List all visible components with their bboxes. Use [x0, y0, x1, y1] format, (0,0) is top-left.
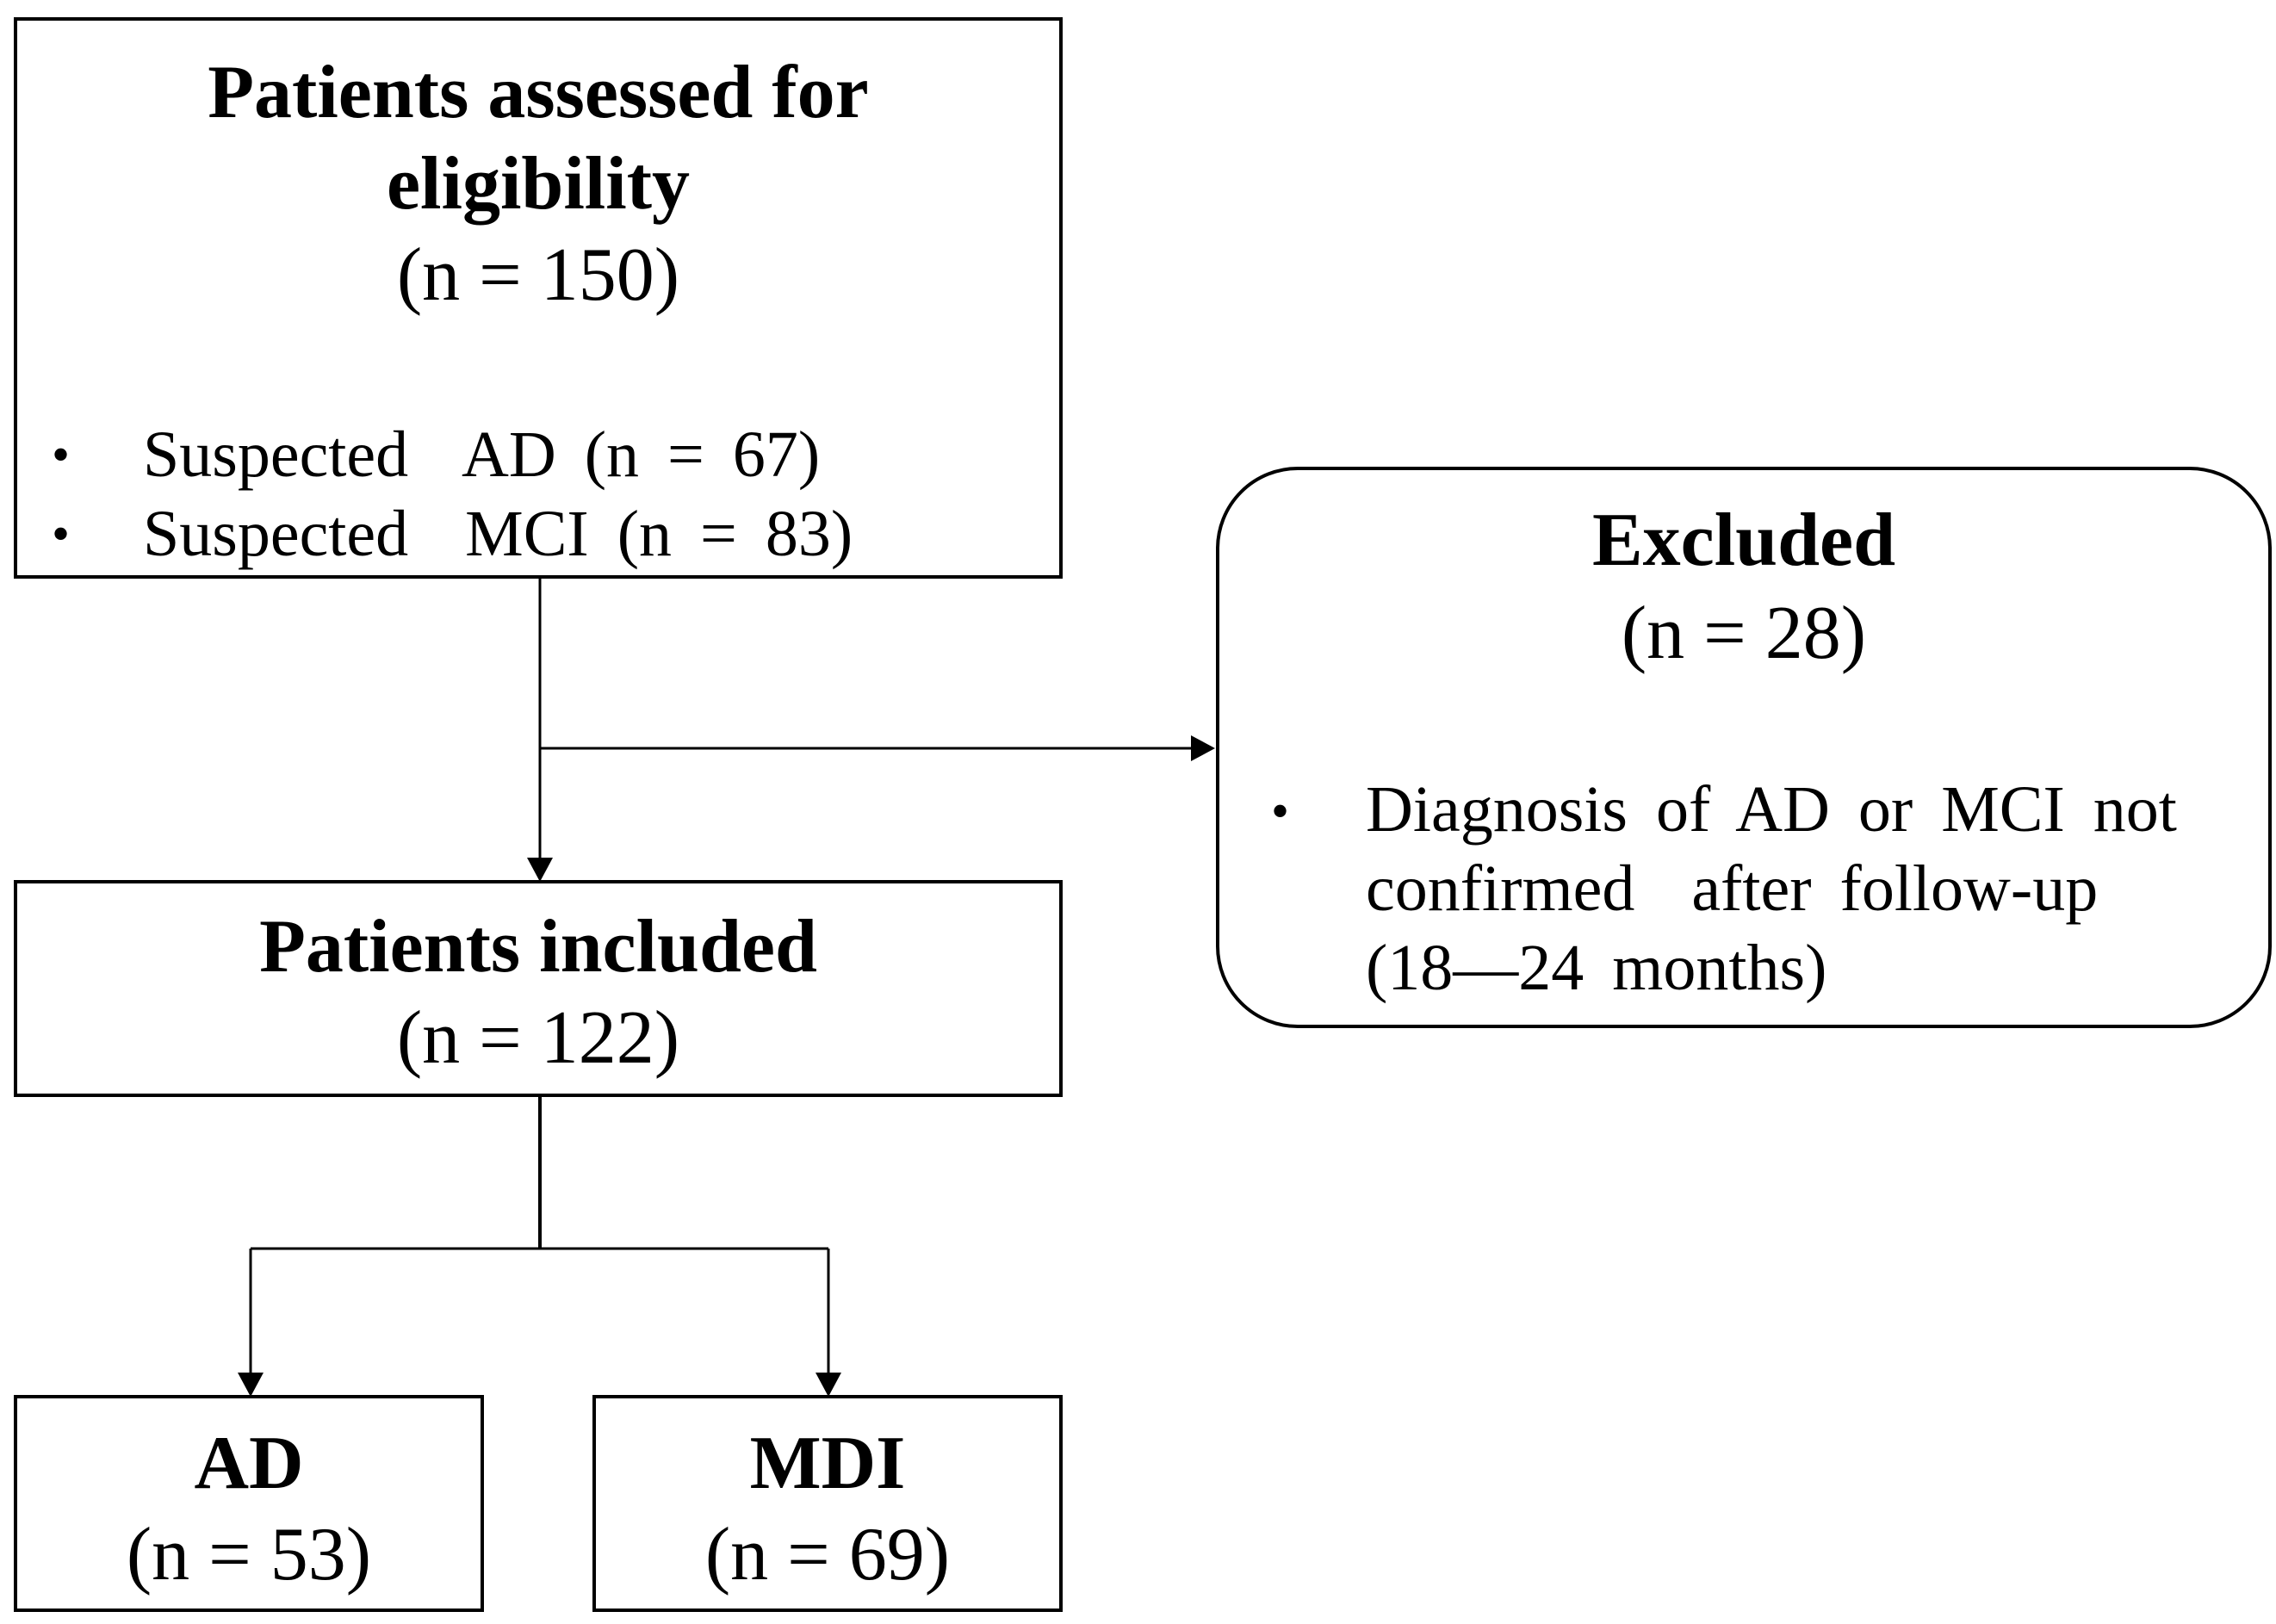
assessed-bullet-text: Suspected AD (n = 67) [143, 418, 821, 491]
group-title-ad: AD [194, 1422, 304, 1505]
excluded-title: Excluded [1591, 499, 1896, 582]
arrowhead-mdi [816, 1373, 841, 1397]
assessed-box: Patients assessed for eligibility (n = 1… [14, 17, 1063, 579]
excluded-reason-line3: (18—24 months) [1366, 932, 1827, 1004]
arrowhead-excluded [1191, 735, 1215, 761]
excluded-reason-line2: confirmed after follow-up [1366, 852, 2099, 925]
assessed-title-line2: eligibility [387, 142, 690, 226]
group-box-mdi: MDI (n = 69) [592, 1395, 1063, 1612]
bullet-icon: • [1271, 783, 1290, 840]
arrowhead-ad [238, 1373, 264, 1397]
included-box: Patients included (n = 122) [14, 880, 1063, 1097]
assessed-count: (n = 150) [396, 233, 680, 317]
bullet-icon: • [52, 505, 71, 562]
assessed-bullet-text: Suspected MCI (n = 83) [143, 498, 853, 570]
assessed-bullet-list: • Suspected AD (n = 67) • Suspected MCI … [17, 415, 1059, 573]
group-count-ad: (n = 53) [126, 1513, 372, 1596]
included-count: (n = 122) [396, 996, 680, 1080]
bullet-icon: • [52, 426, 71, 483]
arrowhead-included [527, 858, 553, 882]
assessed-bullet-item: • Suspected MCI (n = 83) [17, 494, 1059, 573]
excluded-reason-line1: Diagnosis of AD or MCI not [1366, 773, 2177, 846]
assessed-bullet-item: • Suspected AD (n = 67) [17, 415, 1059, 494]
group-title-mdi: MDI [749, 1422, 906, 1505]
assessed-title-line1: Patients assessed for [208, 51, 869, 134]
group-box-ad: AD (n = 53) [14, 1395, 484, 1612]
excluded-count: (n = 28) [1621, 592, 1867, 675]
group-count-mdi: (n = 69) [704, 1513, 951, 1596]
included-title: Patients included [259, 905, 817, 989]
excluded-box: Excluded (n = 28) • Diagnosis of AD or M… [1216, 467, 2272, 1028]
